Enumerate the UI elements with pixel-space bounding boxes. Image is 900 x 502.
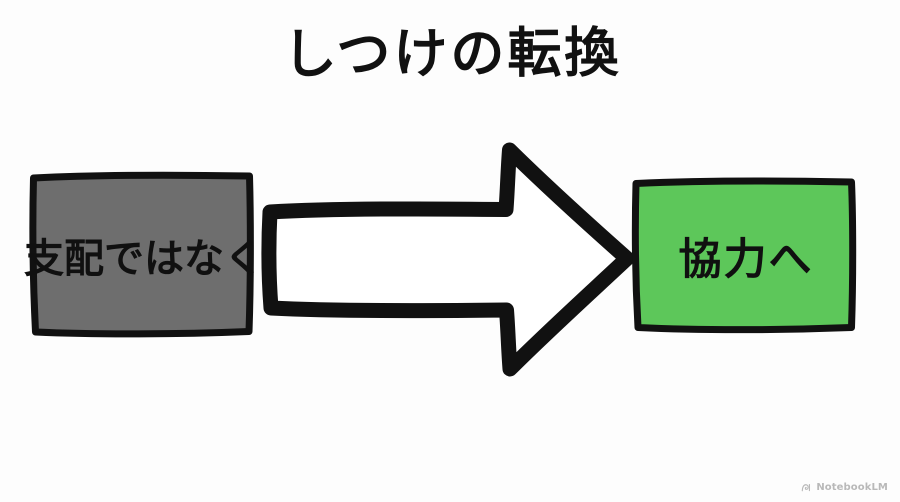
watermark-label: NotebookLM (816, 482, 888, 493)
sketch-rectangle-gray-icon (29, 171, 254, 338)
notebooklm-logo-icon (801, 482, 812, 493)
page-title: しつけの転換 (282, 21, 622, 86)
after-state-box: 協力へ (630, 176, 858, 334)
after-state-label: 協力へ (678, 235, 814, 285)
before-state-box: 支配ではなく (24, 170, 264, 338)
before-state-label: 支配ではなく (24, 236, 264, 282)
sketch-rectangle-green-icon (631, 177, 857, 334)
watermark: NotebookLM (801, 482, 888, 493)
right-arrow-icon (261, 142, 635, 377)
